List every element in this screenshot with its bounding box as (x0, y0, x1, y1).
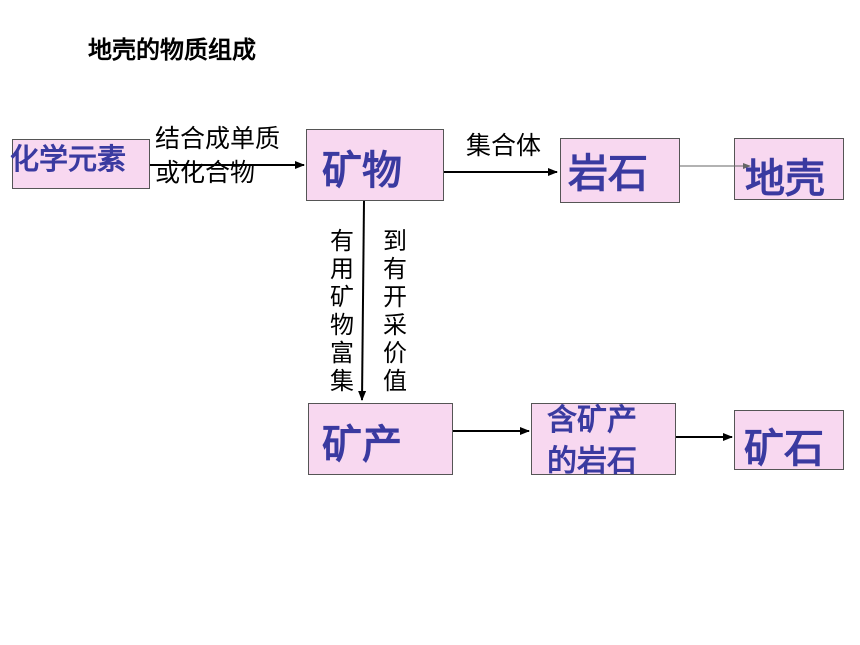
node-crust-label: 地壳 (745, 156, 825, 202)
node-ore-rock-label-line2: 的岩石 (547, 444, 637, 479)
node-rock-box (560, 138, 680, 203)
node-rock-label: 岩石 (568, 151, 648, 197)
node-ore-box (734, 410, 844, 470)
node-deposit-box (308, 403, 453, 475)
node-elements-box (12, 139, 150, 189)
node-ore-rock-label-line1: 含矿产 (547, 403, 637, 438)
node-elements-label: 化学元素 (10, 142, 127, 176)
diagram-title: 地壳的物质组成 (88, 36, 256, 64)
edge-label-combine-line2: 或化合物 (155, 158, 256, 187)
node-mineral-box (306, 129, 444, 201)
edge-label-enrich: 有用矿物富集 (330, 227, 354, 395)
node-crust-box (734, 138, 844, 200)
edge-label-combine-line1: 结合成单质 (155, 124, 281, 153)
node-ore-label: 矿石 (744, 426, 824, 472)
node-ore-rock-box (531, 403, 676, 475)
edge-label-aggregate: 集合体 (466, 131, 542, 160)
node-deposit-label: 矿产 (322, 422, 402, 468)
node-mineral-label: 矿物 (322, 148, 402, 194)
edge-label-value: 到有开采价值 (383, 227, 407, 395)
arrow-mineral-to-deposit (358, 200, 367, 401)
